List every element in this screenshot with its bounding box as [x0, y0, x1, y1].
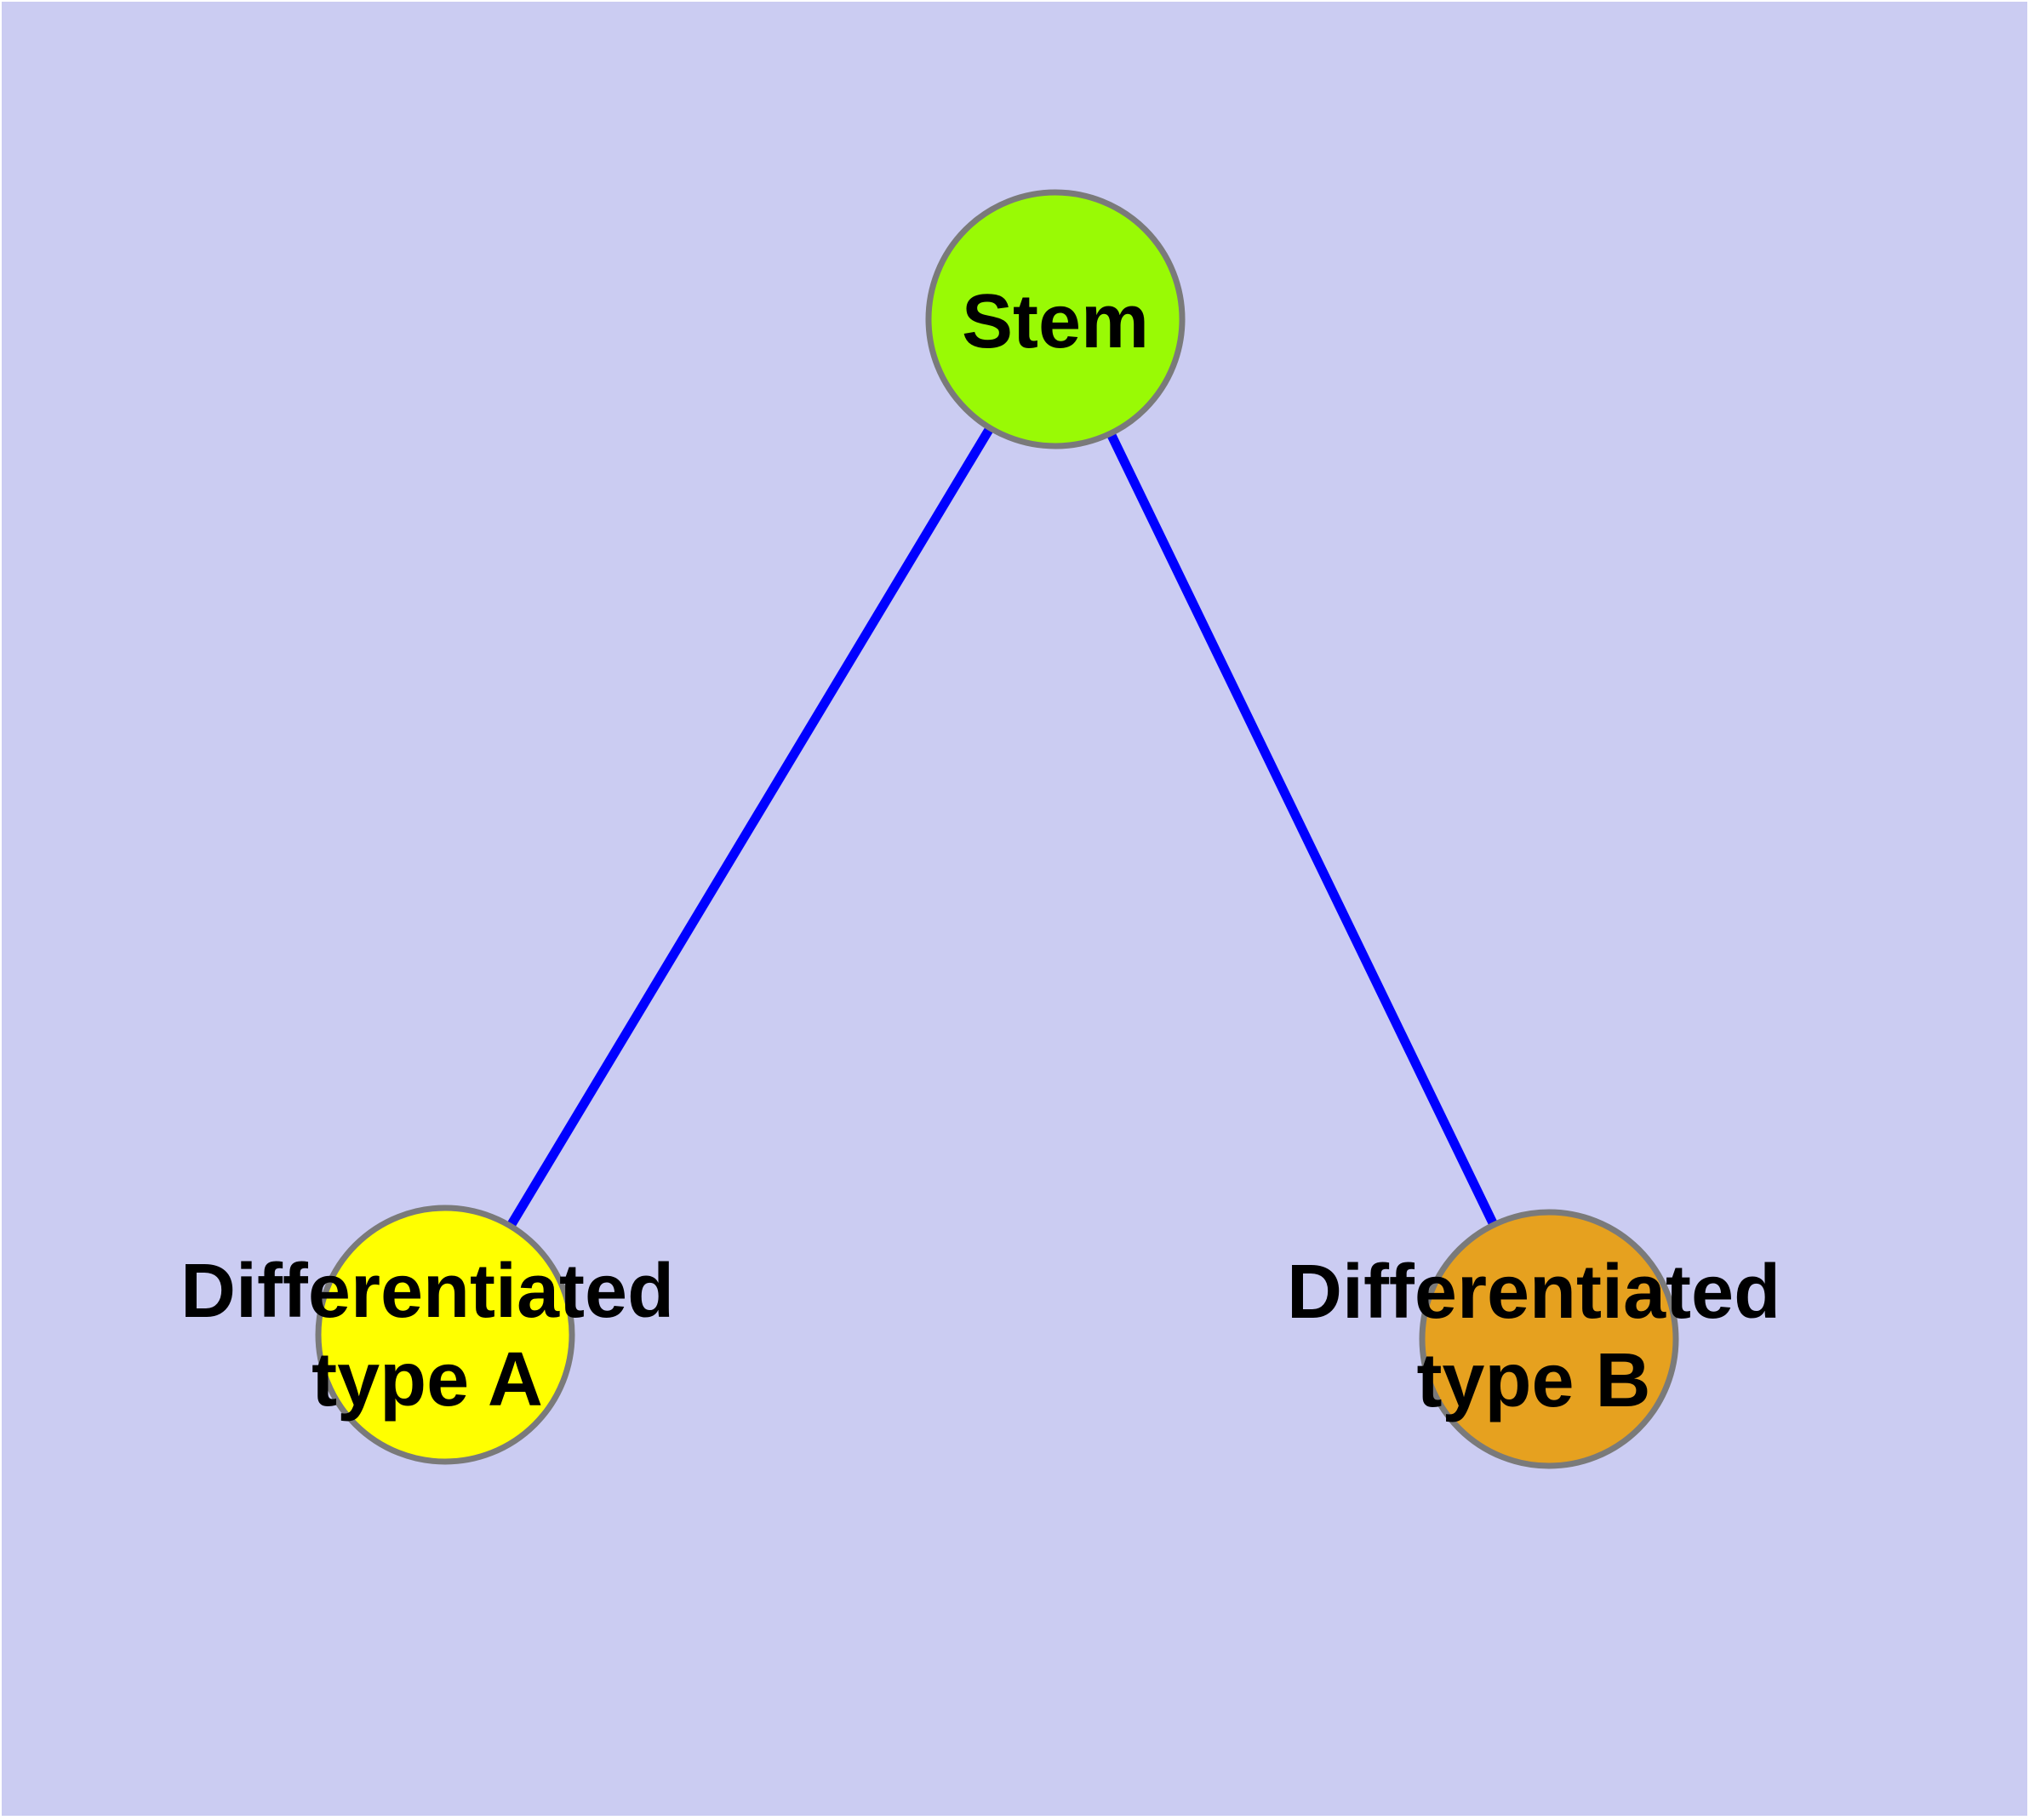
- type-a-label-line-1: Differentiated: [180, 1249, 675, 1334]
- stem-node-circle: [925, 189, 1186, 449]
- type-b-node-label: Differentiated type B: [1287, 1248, 1780, 1425]
- edge-stem-to-type-b: [1051, 317, 1553, 1342]
- edge-stem-to-type-a: [441, 317, 1060, 1337]
- type-b-node-circle: [1419, 1209, 1679, 1469]
- type-a-node-circle: [315, 1205, 575, 1465]
- type-b-label-line-2: type B: [1416, 1338, 1651, 1423]
- type-a-node-label: Differentiated type A: [180, 1247, 674, 1424]
- type-b-label-line-1: Differentiated: [1286, 1250, 1781, 1335]
- stem-label-line: Stem: [961, 279, 1150, 364]
- type-a-label-line-2: type A: [311, 1337, 543, 1422]
- stem-node-label: Stem: [962, 278, 1149, 366]
